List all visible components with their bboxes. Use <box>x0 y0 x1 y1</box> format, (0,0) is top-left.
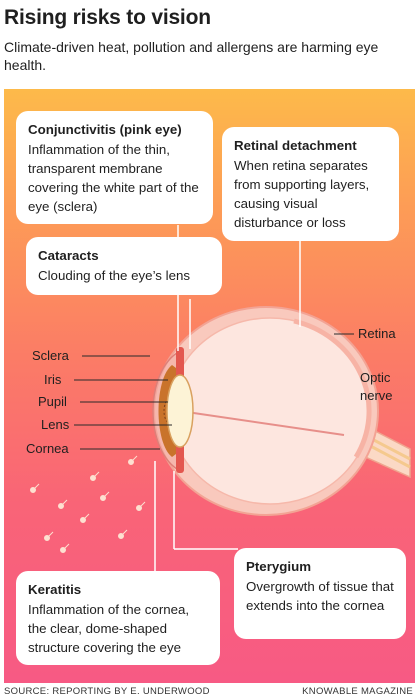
retina <box>293 318 372 459</box>
callout-heading: Cataracts <box>38 248 99 263</box>
label-lens: Lens <box>41 417 70 432</box>
page-subtitle: Climate-driven heat, pollution and aller… <box>4 39 379 73</box>
source-credit: SOURCE: REPORTING BY E. UNDERWOOD <box>4 686 210 697</box>
label-optic-nerve: Optic nerve <box>360 370 393 403</box>
callout-heading: Pterygium <box>246 559 312 574</box>
illustration-panel: Conjunctivitis (pink eye) Inflammation o… <box>4 89 415 683</box>
callout-heading: Conjunctivitis (pink eye) <box>28 122 182 137</box>
label-cornea: Cornea <box>26 441 69 456</box>
callout-text: Inflammation of the thin, transparent me… <box>28 142 199 214</box>
anatomy-pointers <box>74 333 354 450</box>
lens <box>166 374 194 448</box>
callout-heading: Retinal detachment <box>234 138 357 153</box>
callout-cataracts: Cataracts Clouding of the eye’s lens <box>26 237 222 295</box>
callout-heading: Keratitis <box>28 582 82 597</box>
allergen-particles <box>30 455 146 553</box>
callout-conjunctivitis: Conjunctivitis (pink eye) Inflammation o… <box>16 111 213 224</box>
label-iris: Iris <box>44 372 62 387</box>
callout-retinal-detachment: Retinal detachment When retina separates… <box>222 127 399 241</box>
publisher-credit: KNOWABLE MAGAZINE <box>302 686 413 697</box>
callout-text: Overgrowth of tissue that extends into t… <box>246 579 394 613</box>
label-pupil: Pupil <box>38 394 67 409</box>
label-sclera: Sclera <box>32 348 69 363</box>
label-retina: Retina <box>358 326 396 341</box>
callout-keratitis: Keratitis Inflammation of the cornea, th… <box>16 571 220 665</box>
callout-text: Inflammation of the cornea, the clear, d… <box>28 602 190 655</box>
eye-diagram <box>30 225 411 571</box>
callout-text: Clouding of the eye’s lens <box>38 268 191 283</box>
callout-pterygium: Pterygium Overgrowth of tissue that exte… <box>234 548 406 639</box>
callout-text: When retina separates from supporting la… <box>234 158 370 230</box>
page-title: Rising risks to vision <box>4 6 211 29</box>
